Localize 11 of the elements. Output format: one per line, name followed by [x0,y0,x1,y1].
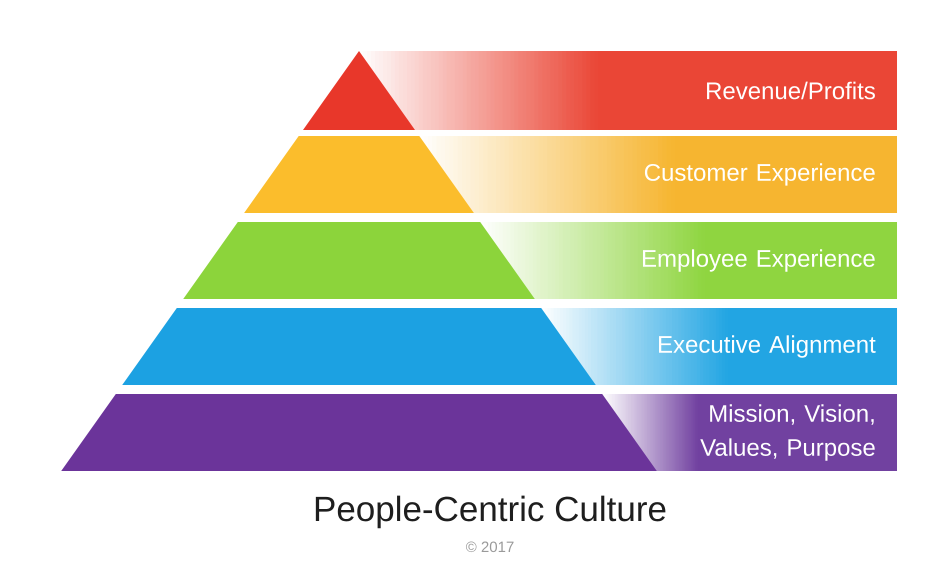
caption: People-Centric Culture [316,496,666,528]
pyramid-tier: Executive Alignment [122,308,898,385]
pyramid-tier: Mission, Vision, Values, Purpose [61,394,898,471]
node-label: Mission, Vision, Values, Purpose [700,404,875,461]
node-label: Executive Alignment [659,335,876,358]
pyramid-tier: Customer Experience [244,136,898,213]
node-label: Employee Experience [642,249,875,272]
node-label: Customer Experience [644,163,875,186]
pyramid-tier: Revenue/Profits [303,51,898,130]
copyright-note: © 2017 [466,542,514,552]
pyramid-tier: Employee Experience [183,222,898,299]
